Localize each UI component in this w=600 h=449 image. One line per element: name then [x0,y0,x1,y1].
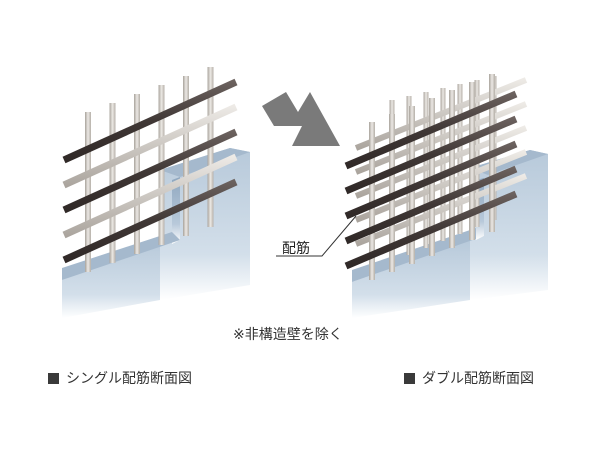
single-wall-step-top [62,232,180,280]
square-marker-icon [404,372,415,384]
note-text: ※非構造壁を除く [233,327,343,343]
double-horizontal-bar-front [344,115,518,195]
caption-single: シングル配筋断面図 [48,368,192,388]
square-marker-icon [48,372,59,384]
double-horizontal-bar-back [354,173,528,247]
callout-label: 配筋 [282,241,310,257]
double-horizontal-bar-front [344,140,518,220]
single-horizontal-bar [62,153,238,239]
arrow-icon [262,92,340,146]
double-vertical-bar-back [474,80,480,227]
double-rebar-grid [344,74,528,280]
double-wall-face-lower [352,240,470,318]
double-horizontal-bar-front [344,90,518,170]
single-rebar-grid [62,67,238,272]
single-vertical-bar [109,103,116,263]
callout-leader-line [276,215,357,257]
double-horizontal-bar-back [354,101,528,175]
double-vertical-bar-front [369,122,375,280]
caption-single-label: シングル配筋断面図 [66,371,192,387]
double-horizontal-bars-back [354,77,528,247]
single-horizontal-bars [62,78,238,264]
caption-double-label: ダブル配筋断面図 [422,371,534,387]
double-horizontal-bar-back [354,149,528,223]
single-horizontal-bar [62,128,238,214]
caption-double: ダブル配筋断面図 [404,368,534,388]
single-horizontal-bar [62,103,238,189]
double-horizontal-bars-front [344,90,518,270]
single-wall-face-lower [62,240,160,318]
double-horizontal-bar-front [344,165,518,245]
single-horizontal-bar [62,178,238,264]
double-horizontal-bar-front [344,190,518,270]
double-horizontal-bar-back [354,125,528,199]
single-horizontal-bar [62,78,238,164]
double-horizontal-bar-back [354,77,528,151]
single-wall-top [160,148,250,177]
